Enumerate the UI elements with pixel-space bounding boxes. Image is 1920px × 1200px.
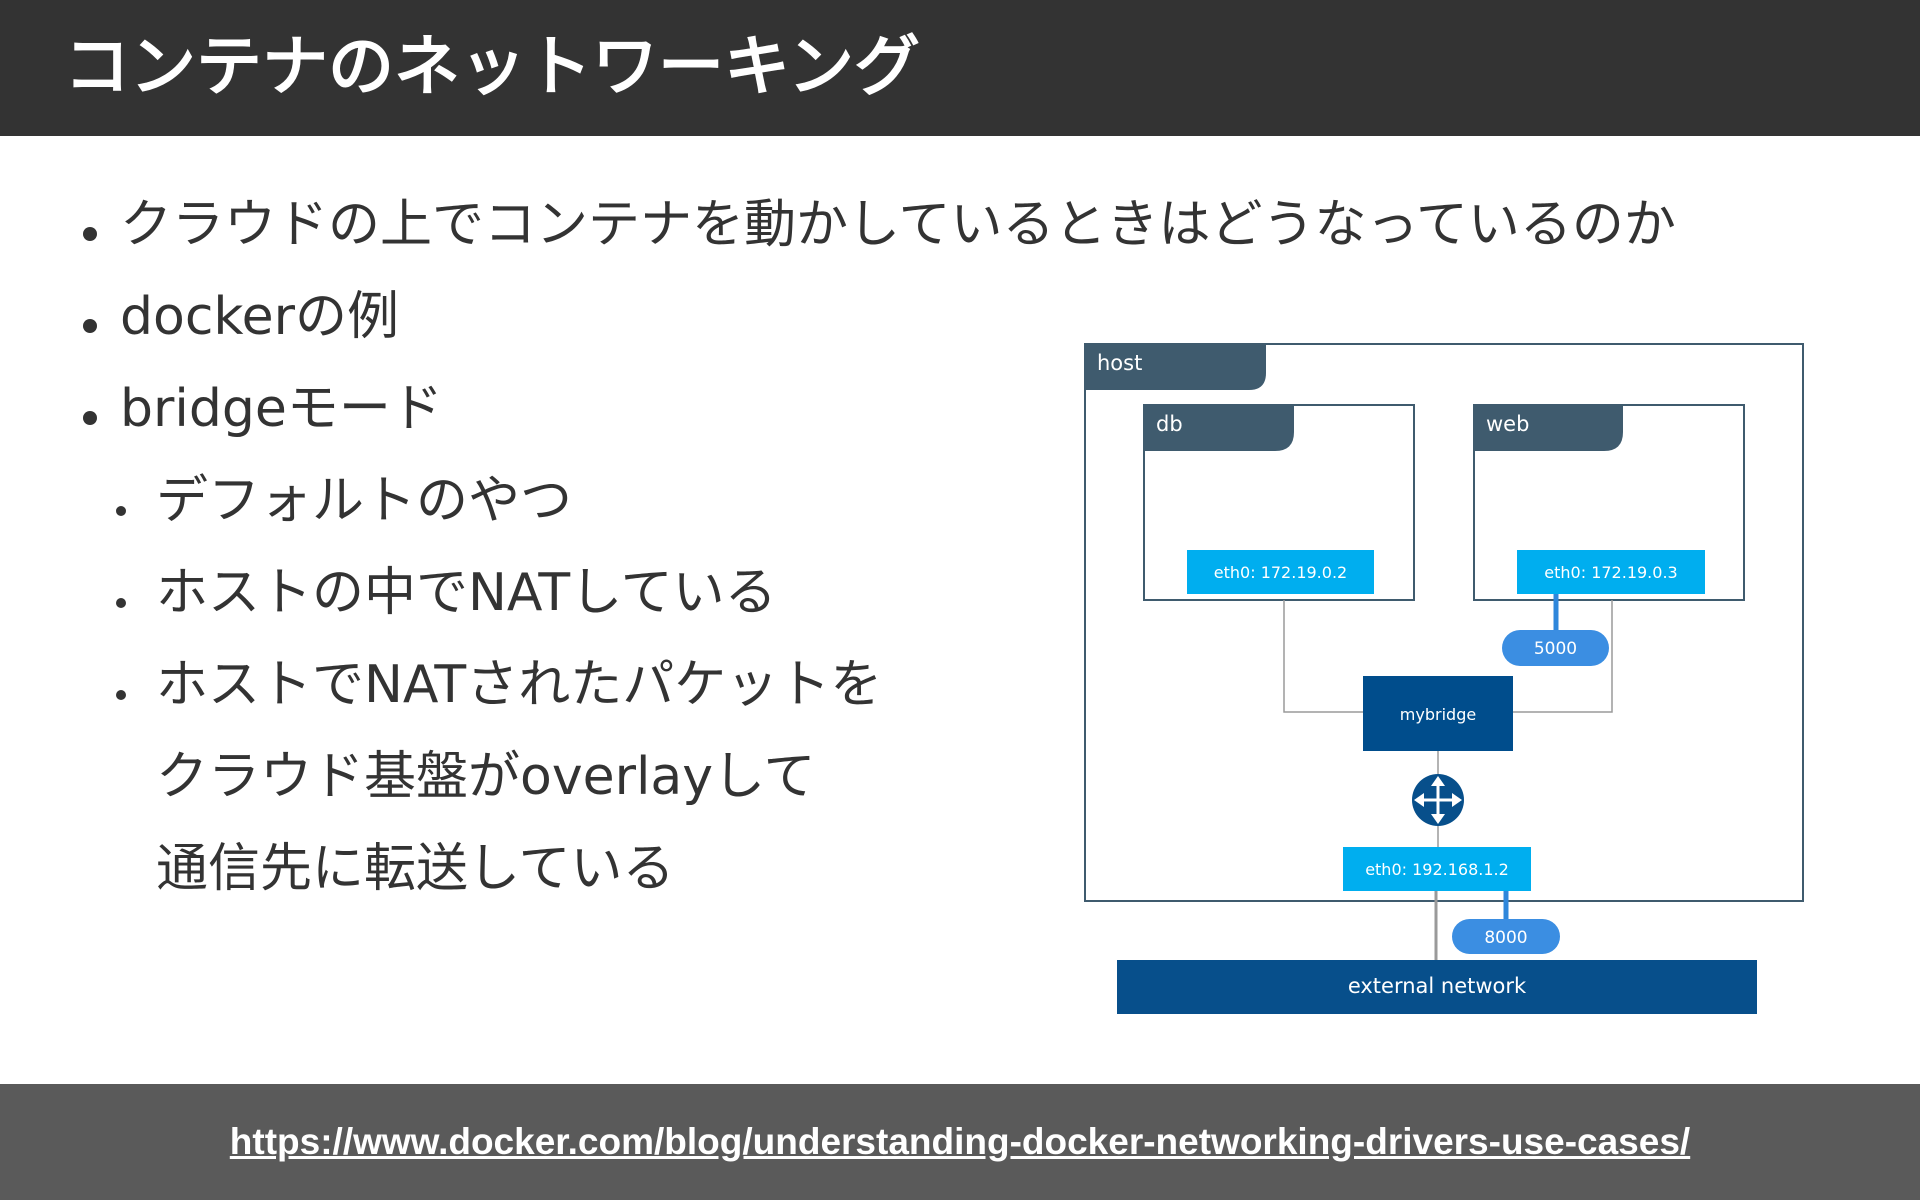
host-iface-box [1343,847,1531,891]
sub-bullet-item-continued: 通信先に転送している [156,839,675,899]
db-iface-box [1187,550,1374,594]
title-bar: コンテナのネットワーキング [0,0,1920,136]
web-container-frame [1473,404,1745,601]
host-label: host [1097,351,1142,375]
sub-bullet-item-continued: クラウド基盤がoverlayして [156,747,816,807]
sub-bullet-item: ホストの中でNATしている [156,563,777,623]
sub-bullet-dot [116,690,126,700]
host-frame [1084,343,1804,902]
web-port-pill [1502,630,1609,666]
footer-bar: https://www.docker.com/blog/understandin… [0,1084,1920,1200]
sub-bullet-item: ホストでNATされたパケットを [156,655,883,715]
db-container-label: db [1156,412,1183,436]
bullet-item: bridgeモード [120,379,443,439]
db-to-bridge-wire [1283,600,1363,713]
docker-bridge-network-diagram: host db eth0: 172.19.0.2 web eth0: 172.1… [1084,343,1804,1014]
sub-bullet-dot [116,506,126,516]
host-tab [1085,344,1266,390]
db-container-frame [1143,404,1415,601]
web-iface-label: eth0: 172.19.0.3 [1544,563,1677,582]
bridge-label: mybridge [1400,705,1476,724]
bullet-item: クラウドの上でコンテナを動かしているときはどうなっているのか [120,195,1676,255]
sub-bullet-dot [116,598,126,608]
web-container-label: web [1486,412,1529,436]
external-network-box [1117,960,1757,1014]
source-link[interactable]: https://www.docker.com/blog/understandin… [229,1121,1691,1162]
bridge-box [1363,676,1513,751]
router-icon [1412,774,1464,826]
db-container-tab [1144,405,1294,451]
web-iface-box [1517,550,1705,594]
web-to-bridge-wire [1513,600,1613,713]
db-iface-label: eth0: 172.19.0.2 [1214,563,1347,582]
slide-title: コンテナのネットワーキング [64,28,921,105]
sub-bullet-item: デフォルトのやつ [156,471,573,531]
external-network-label: external network [1348,974,1527,998]
web-container-tab [1474,405,1623,451]
bullet-dot [83,411,97,425]
host-iface-label: eth0: 192.168.1.2 [1365,860,1509,879]
host-port-label: 8000 [1484,928,1527,948]
host-port-pill [1452,919,1560,954]
bullet-item: dockerの例 [120,287,400,347]
web-port-label: 5000 [1534,639,1577,659]
bullet-dot [83,319,97,333]
bullet-dot [83,227,97,241]
